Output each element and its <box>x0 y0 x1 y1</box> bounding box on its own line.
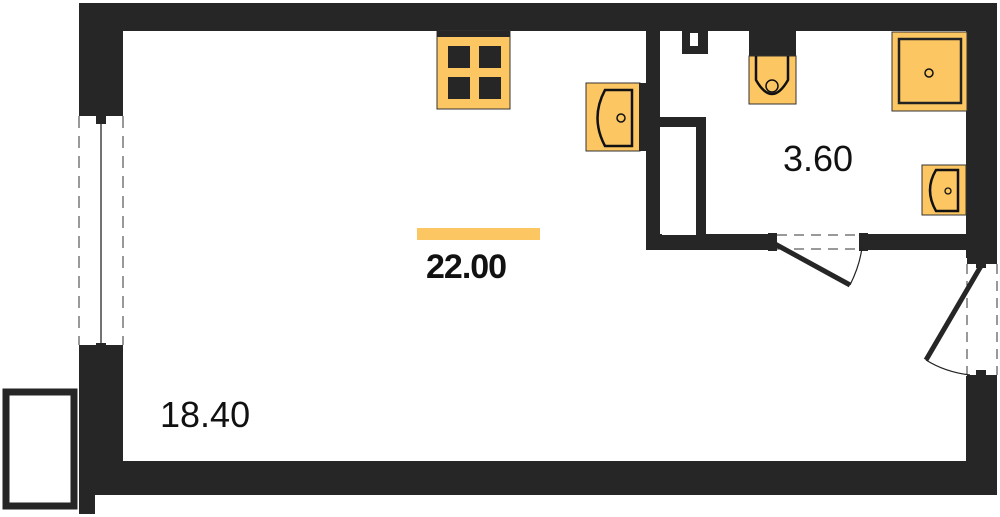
kitchen-sink-icon <box>585 82 646 152</box>
bathroom-area-label: 3.60 <box>783 138 854 179</box>
living-room-area-label: 18.40 <box>160 394 251 435</box>
total-area-label: 22.00 <box>426 248 507 286</box>
walls <box>79 3 997 514</box>
bathroom-door[interactable] <box>768 233 868 288</box>
shower-icon <box>891 31 968 112</box>
stove-icon <box>436 30 511 110</box>
bathroom-sink-icon <box>921 164 967 216</box>
total-area-accent-bar <box>417 228 540 240</box>
entry-door[interactable] <box>923 257 998 382</box>
left-window <box>78 109 124 352</box>
toilet-icon <box>748 31 797 105</box>
balcony <box>2 388 78 510</box>
